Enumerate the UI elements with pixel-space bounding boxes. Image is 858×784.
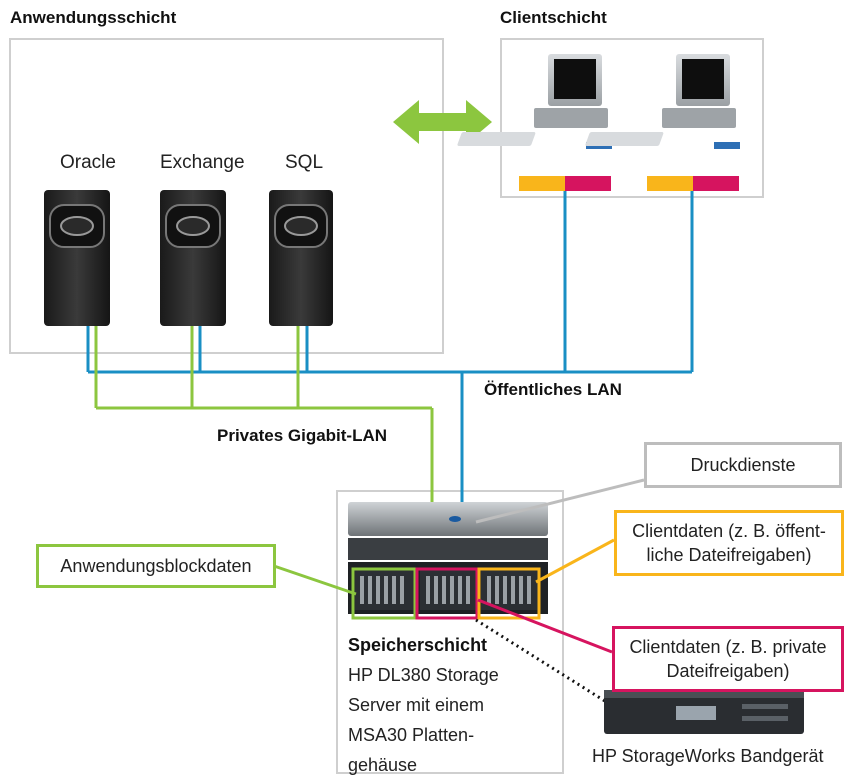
server-label-oracle: Oracle (60, 152, 116, 173)
storage-desc-line-2: Server mit einem (348, 695, 485, 715)
public-data-connector (535, 538, 615, 584)
client-data-public-callout: Clientdaten (z. B. öffent- liche Dateifr… (614, 510, 844, 576)
application-tier-title: Anwendungsschicht (10, 8, 177, 27)
client-tier-title: Clientschicht (500, 8, 607, 27)
storage-tier-description: Speicherschicht HP DL380 Storage Server … (348, 630, 499, 780)
storage-desc-line-3: MSA30 Platten- (348, 725, 475, 745)
server-tower-sql (269, 190, 333, 326)
tape-device-label: HP StorageWorks Bandgerät (592, 746, 824, 766)
server-label-exchange: Exchange (160, 152, 245, 173)
app-block-connector (273, 564, 357, 596)
private-drive-highlight (415, 567, 479, 620)
client-data-public-line-2: liche Dateifreigaben) (646, 545, 812, 565)
client-2-data-bar (647, 176, 739, 191)
client-data-public-line-1: Clientdaten (z. B. öffent- (632, 521, 826, 541)
tape-device (604, 690, 804, 734)
tape-dotted-connector (475, 618, 609, 705)
client-data-private-line-1: Clientdaten (z. B. private (629, 637, 827, 657)
client-computer-1 (457, 54, 612, 149)
storage-desc-line-4: gehäuse (348, 755, 418, 775)
private-lan-lines (94, 318, 434, 502)
storage-tier-box (336, 490, 564, 774)
app-block-data-callout: Anwendungsblockdaten (36, 544, 276, 588)
public-lan-label: Öffentliches LAN (484, 380, 622, 399)
server-tower-exchange (160, 190, 226, 326)
drive-slots (360, 576, 531, 604)
print-services-text: Druckdienste (690, 455, 796, 475)
storage-tier-title: Speicherschicht (348, 635, 488, 655)
public-drive-highlight (477, 567, 541, 620)
client-data-private-line-2: Dateifreigaben) (666, 661, 790, 681)
server-tower-oracle (44, 190, 110, 326)
public-lan-lines (86, 190, 694, 502)
print-services-connector (475, 478, 645, 524)
storage-desc-line-1: HP DL380 Storage (348, 665, 499, 685)
client-computer-2 (585, 54, 740, 149)
private-lan-label: Privates Gigabit-LAN (217, 426, 388, 445)
client-data-private-callout: Clientdaten (z. B. private Dateifreigabe… (612, 626, 844, 692)
private-data-connector (477, 598, 613, 654)
client-1-data-bar (519, 176, 611, 191)
print-services-callout: Druckdienste (644, 442, 842, 488)
server-label-sql: SQL (285, 152, 324, 173)
app-block-data-text: Anwendungsblockdaten (60, 556, 252, 576)
